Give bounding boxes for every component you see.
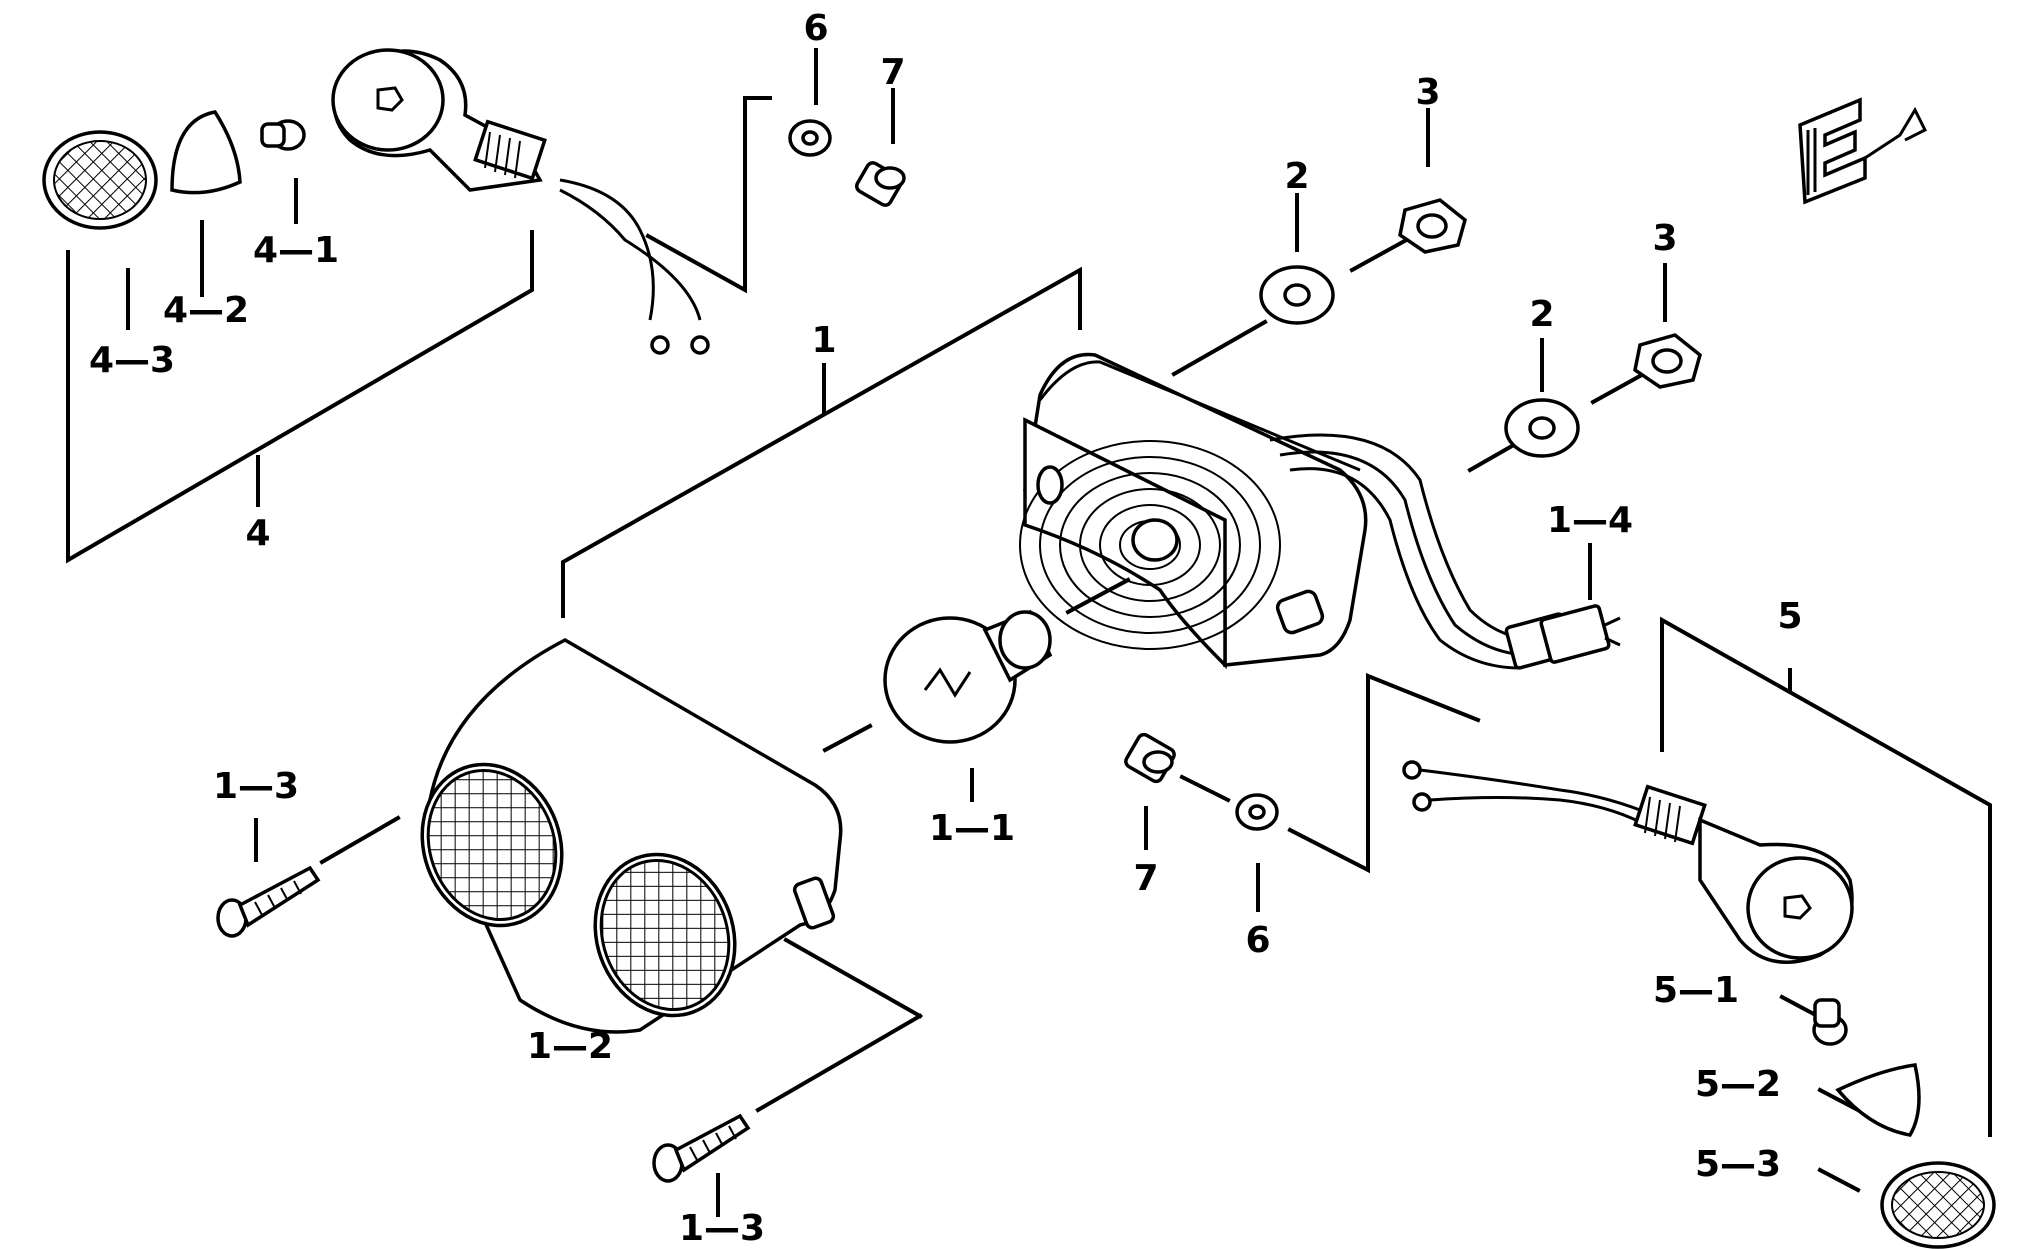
label-7-top: 7: [880, 52, 905, 93]
label-1-3-bottom: 1—3: [679, 1208, 765, 1249]
label-1-4: 1—4: [1547, 500, 1633, 541]
label-6-top: 6: [803, 8, 828, 49]
label-3-lower: 3: [1652, 218, 1677, 259]
front-direction-icon: [1798, 97, 1928, 205]
label-2-lower: 2: [1529, 294, 1554, 335]
label-4-1: 4—1: [253, 230, 339, 271]
label-4-2: 4—2: [163, 290, 249, 331]
label-4: 4: [245, 513, 270, 554]
label-4-3: 4—3: [89, 340, 175, 381]
label-5-2: 5—2: [1695, 1064, 1781, 1105]
bulb-5-1: [1812, 998, 1848, 1046]
signal-housing-4: [331, 48, 710, 355]
label-2-upper: 2: [1284, 156, 1309, 197]
nut-3-upper: [1398, 198, 1467, 254]
left-turn-signal: [42, 48, 710, 355]
washer-nut-top: [788, 119, 906, 207]
reflector-4-2: [170, 110, 242, 195]
label-1-2: 1—2: [527, 1026, 613, 1067]
label-5-1: 5—1: [1653, 970, 1739, 1011]
screw-1-3-bottom: [652, 1113, 751, 1183]
label-6-bottom: 6: [1245, 920, 1270, 961]
callout-labels: 6 7 3 2 3 2 4—1 4—2 4—3 4 1 1—4 5 1—3 1—…: [89, 8, 1803, 1249]
nut-7-top: [854, 161, 906, 207]
connector-1-4: [1504, 604, 1621, 670]
washer-nut-bottom: [1124, 732, 1279, 831]
label-5-3: 5—3: [1695, 1144, 1781, 1185]
taillight-housing-back: [1019, 352, 1621, 670]
label-3-upper: 3: [1415, 72, 1440, 113]
taillight-lens-1-2: [420, 638, 843, 1034]
label-1-1: 1—1: [929, 808, 1015, 849]
bulb-4-1: [260, 119, 306, 151]
nut-7-bottom: [1124, 732, 1176, 784]
nut-3-lower: [1633, 333, 1702, 389]
label-1-3-top: 1—3: [213, 766, 299, 807]
washer-nut-right: [1259, 198, 1702, 458]
leader-lines: [66, 48, 1992, 1217]
label-7-bottom: 7: [1133, 858, 1158, 899]
screw-1-3-top: [216, 865, 321, 938]
bulb-1-1: [883, 609, 1053, 744]
label-1: 1: [811, 320, 836, 361]
reflector-5-2: [1835, 1063, 1921, 1137]
right-turn-signal: [1402, 760, 1996, 1249]
label-5: 5: [1777, 596, 1802, 637]
